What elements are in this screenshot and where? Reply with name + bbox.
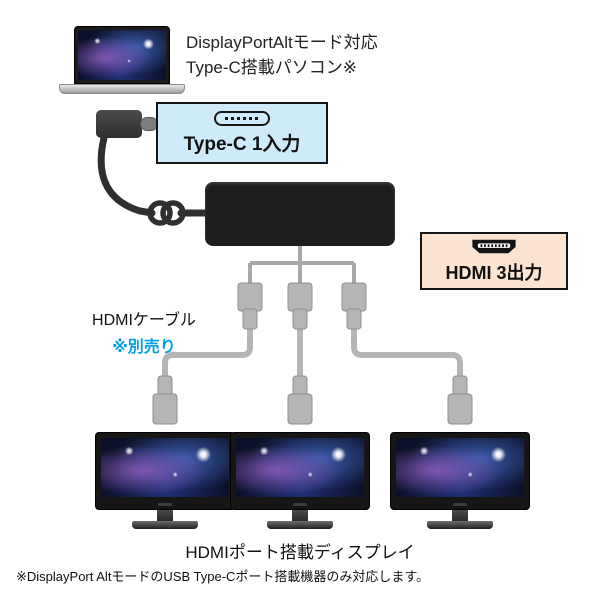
usb-c-plug-body — [96, 110, 142, 138]
adapter-output-lines — [248, 246, 356, 284]
monitor-right — [390, 432, 530, 529]
hdmi-plug-bottom-right — [447, 375, 473, 425]
monitor-stand-base — [132, 521, 198, 529]
monitor-bezel — [390, 432, 530, 510]
hdmi-cable-note: HDMIケーブル ※別売り — [92, 306, 196, 357]
hdmi-cable-note-line2: ※別売り — [112, 339, 176, 356]
adapter-body — [205, 182, 395, 246]
monitor-screen — [396, 438, 524, 497]
hdmi-plug-top-right — [341, 282, 367, 330]
usb-c-port-pins — [225, 116, 259, 120]
hdmi-port-icon — [472, 239, 516, 253]
hdmi-output-label-box: HDMI 3出力 — [420, 232, 568, 290]
monitor-bezel — [230, 432, 370, 510]
monitor-screen — [101, 438, 229, 497]
monitor-stand-neck — [452, 510, 468, 521]
usb-c-port-icon — [214, 110, 270, 126]
top-caption: DisplayPortAltモード対応 Type-C搭載パソコン※ — [186, 30, 378, 80]
top-caption-line1: DisplayPortAltモード対応 — [186, 33, 378, 52]
monitor-left — [95, 432, 235, 529]
type-c-input-label: Type-C 1入力 — [183, 133, 301, 155]
monitor-center — [230, 432, 370, 529]
laptop-base — [59, 84, 185, 94]
monitor-stand-base — [267, 521, 333, 529]
monitor-stand-base — [427, 521, 493, 529]
hdmi-plug-bottom-center — [287, 375, 313, 425]
hdmi-plug-top-center — [287, 282, 313, 330]
laptop-screen — [74, 26, 170, 84]
laptop-wallpaper — [78, 30, 166, 80]
type-c-input-label-box: Type-C 1入力 — [156, 102, 328, 164]
hdmi-plug-bottom-left — [152, 375, 178, 425]
footnote: ※DisplayPort AltモードのUSB Type-Cポート搭載機器のみ対… — [16, 569, 430, 584]
monitor-screen — [236, 438, 364, 497]
monitor-bezel — [95, 432, 235, 510]
monitor-stand-neck — [157, 510, 173, 521]
hdmi-cable-right — [351, 328, 463, 377]
display-caption: HDMIポート搭載ディスプレイ — [185, 543, 415, 562]
hdmi-cable-note-line1: HDMIケーブル — [92, 312, 196, 329]
top-caption-line2: Type-C搭載パソコン※ — [186, 58, 358, 77]
monitor-stand-neck — [292, 510, 308, 521]
hdmi-plug-top-left — [237, 282, 263, 330]
hdmi-output-label: HDMI 3出力 — [445, 262, 543, 283]
